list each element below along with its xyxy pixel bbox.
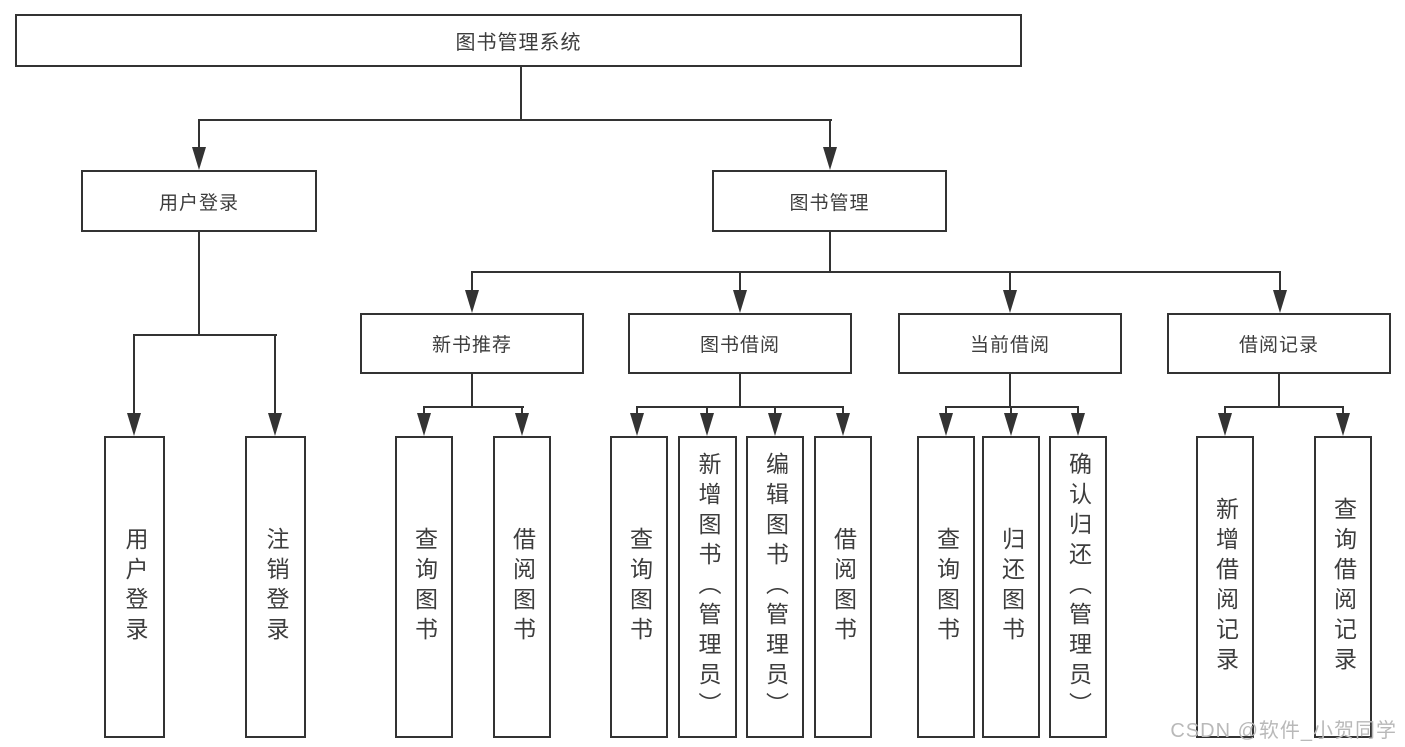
connector-drop [1224,408,1226,416]
leaf-query-borrow-record: 查询借阅记录 [1314,436,1372,738]
node-label: 图书管理系统 [455,32,582,54]
arrowhead-down-icon [1003,290,1017,313]
connector-drop [706,408,708,416]
leaf-edit-books-admin: 编辑图书（管理员） [746,436,804,738]
node-label: 图书借阅 [699,335,780,356]
arrowhead-down-icon [836,413,850,436]
watermark: CSDN @软件_小贺同学 [1170,720,1397,742]
connector-group3-rail [636,406,844,408]
connector-drop-logout [274,336,276,413]
arrowhead-down-icon [268,413,282,436]
arrowhead-down-icon [630,413,644,436]
node-label: 借阅图书 [830,527,857,647]
connector-drop-book-management [829,121,831,147]
node-label: 借阅图书 [509,527,536,647]
node-label: 查询图书 [933,527,960,647]
connector-drop-new-book [471,273,473,290]
node-borrowing-records: 借阅记录 [1167,313,1391,374]
arrowhead-down-icon [1071,413,1085,436]
connector-drop [521,408,523,416]
node-label: 注销登录 [263,527,289,647]
connector-group4-rail [945,406,1079,408]
leaf-confirm-return-admin: 确认归还（管理员） [1049,436,1107,738]
node-label: 用户登录 [122,527,148,647]
connector-group5-rail [1224,406,1344,408]
node-label: 新书推荐 [431,335,512,356]
connector-group5-stem [1278,374,1280,407]
connector-user-login-rail [133,334,277,336]
arrowhead-down-icon [465,290,479,313]
arrowhead-down-icon [127,413,141,436]
node-label: 当前借阅 [969,335,1050,356]
arrowhead-down-icon [1004,413,1018,436]
arrowhead-down-icon [1218,413,1232,436]
connector-drop-book-borrow [739,273,741,290]
connector-drop [945,408,947,416]
node-label: 新增借阅记录 [1212,497,1239,677]
node-user-login: 用户登录 [81,170,317,232]
connector-group2-rail [423,406,524,408]
connector-drop [1342,408,1344,416]
connector-group3-stem [739,374,741,407]
connector-drop-borrow-record [1279,273,1281,290]
leaf-return-books: 归还图书 [982,436,1040,738]
leaf-add-borrow-record: 新增借阅记录 [1196,436,1254,738]
leaf-add-books-admin: 新增图书（管理员） [678,436,737,738]
connector-drop [1077,408,1079,416]
node-current-borrowing: 当前借阅 [898,313,1122,374]
node-label: 查询借阅记录 [1330,497,1357,677]
connector-root-stem [520,67,522,119]
connector-drop [423,408,425,416]
arrowhead-down-icon [417,413,431,436]
connector-book-management-stem [829,232,831,272]
leaf-borrow-books-recommend: 借阅图书 [493,436,551,738]
connector-drop [636,408,638,416]
node-label: 图书管理 [789,192,870,214]
connector-drop [1010,408,1012,416]
arrowhead-down-icon [823,147,837,170]
connector-level1-rail [198,119,832,121]
node-label: 编辑图书（管理员） [762,452,789,722]
node-label: 归还图书 [998,527,1025,647]
connector-drop [842,408,844,416]
node-label: 新增图书（管理员） [695,452,721,722]
connector-drop [774,408,776,416]
arrowhead-down-icon [700,413,714,436]
node-library-management-system: 图书管理系统 [15,14,1022,67]
node-label: 借阅记录 [1238,335,1319,356]
arrowhead-down-icon [939,413,953,436]
connector-level2-rail [471,271,1281,273]
connector-drop-current-borrow [1009,273,1011,290]
connector-group4-stem [1009,374,1011,407]
node-book-management: 图书管理 [712,170,947,232]
connector-drop-login [133,336,135,413]
arrowhead-down-icon [1336,413,1350,436]
leaf-query-books-borrowing: 查询图书 [610,436,668,738]
connector-user-login-stem [198,232,200,335]
leaf-borrow-books: 借阅图书 [814,436,872,738]
node-label: 查询图书 [626,527,653,647]
arrowhead-down-icon [192,147,206,170]
leaf-user-login: 用户登录 [104,436,165,738]
node-book-borrowing: 图书借阅 [628,313,852,374]
leaf-query-books-recommend: 查询图书 [395,436,453,738]
arrowhead-down-icon [733,290,747,313]
arrowhead-down-icon [768,413,782,436]
leaf-query-books-current: 查询图书 [917,436,975,738]
arrowhead-down-icon [1273,290,1287,313]
leaf-logout: 注销登录 [245,436,306,738]
node-new-book-recommendation: 新书推荐 [360,313,584,374]
node-label: 用户登录 [158,192,239,214]
node-label: 确认归还（管理员） [1065,452,1092,722]
arrowhead-down-icon [515,413,529,436]
node-label: 查询图书 [411,527,438,647]
connector-drop-user-login [198,121,200,147]
connector-group2-stem [471,374,473,407]
